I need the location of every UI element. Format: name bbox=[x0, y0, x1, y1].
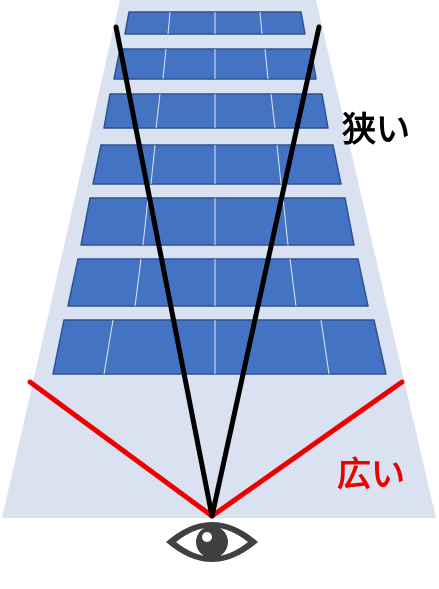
eye-icon bbox=[166, 522, 258, 562]
panel-row-5 bbox=[80, 197, 355, 246]
panel-rows bbox=[52, 11, 387, 375]
narrow-view-lines bbox=[113, 24, 322, 519]
panel-row-6 bbox=[67, 258, 369, 307]
panel-row-4 bbox=[92, 144, 342, 185]
panel-row-1 bbox=[124, 11, 306, 35]
wide-view-lines bbox=[27, 379, 405, 519]
narrow-label: 狭い bbox=[342, 110, 410, 150]
panel-row-2 bbox=[113, 48, 317, 80]
panel-row-7 bbox=[52, 319, 387, 375]
panel-row-3 bbox=[103, 93, 329, 129]
wide-label: 広い bbox=[337, 455, 405, 495]
